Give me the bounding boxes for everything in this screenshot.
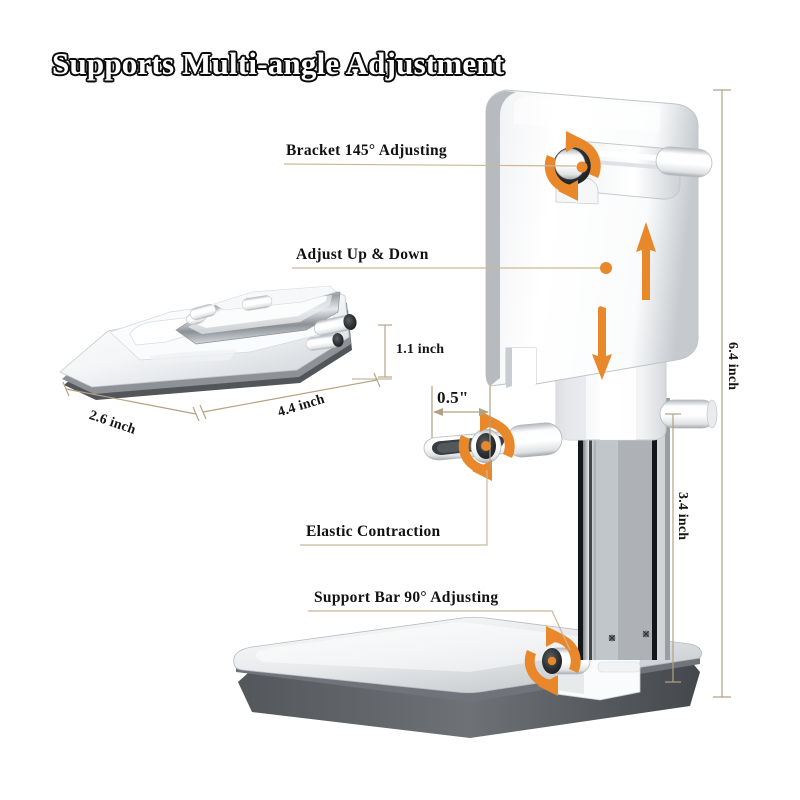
callout-label-support-bar: Support Bar 90° Adjusting — [314, 589, 499, 606]
callout-leader-lines — [283, 163, 606, 651]
rotate-arrows-icon-base-hinge — [524, 626, 581, 696]
unfolded-dimension-lines — [431, 89, 731, 698]
callout-label-adjust-up-down: Adjust Up & Down — [296, 246, 429, 263]
dimension-label-total-height: 6.4 inch — [725, 342, 740, 391]
motion-indicators — [458, 131, 656, 696]
support-bar — [423, 422, 563, 464]
arrow-up-icon — [636, 222, 656, 300]
unfolded-stand-illustration — [233, 89, 718, 738]
arrow-down-icon — [592, 306, 612, 380]
dimension-label-bar-thickness: 0.5" — [437, 388, 469, 407]
dimension-label-folded-height: 1.1 inch — [396, 342, 445, 357]
rotate-arrows-icon-bracket — [544, 131, 601, 201]
callout-label-elastic-contraction: Elastic Contraction — [306, 523, 441, 540]
folded-dimension-lines — [62, 324, 392, 422]
dimension-arrowheads-0p5 — [433, 408, 489, 416]
dimension-label-column-travel: 3.4 inch — [675, 492, 690, 541]
callout-label-bracket: Bracket 145° Adjusting — [286, 142, 447, 159]
folded-stand-illustration — [59, 285, 357, 400]
callout-endpoint-dots — [600, 262, 612, 274]
